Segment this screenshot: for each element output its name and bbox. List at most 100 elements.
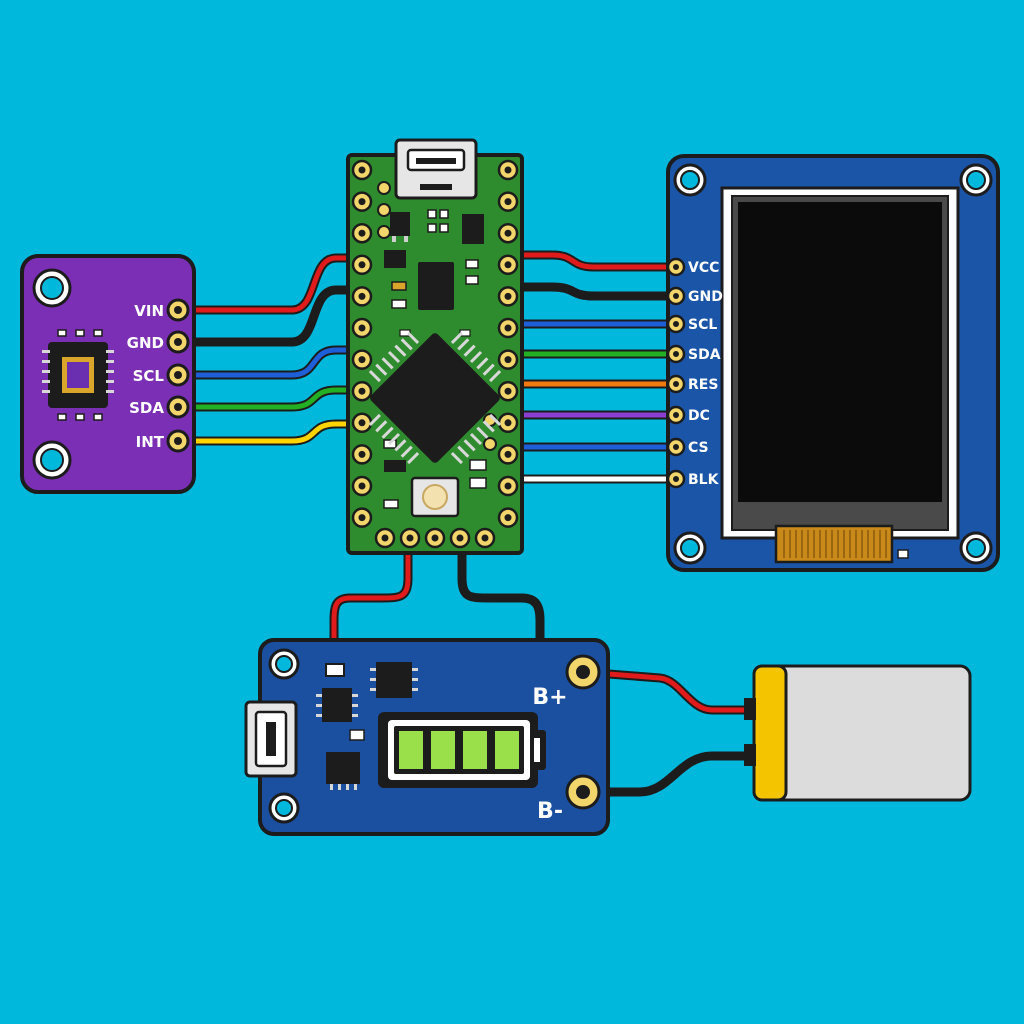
pin-hole (358, 387, 366, 395)
wire-sensor-3 (175, 387, 365, 410)
pin-hole (504, 324, 512, 332)
mount-hole-icon (959, 531, 993, 565)
display-pin-label: SDA (688, 347, 721, 363)
mcu-pins (351, 159, 519, 549)
charger-board: B+ B- (244, 638, 610, 836)
lipo-cap (752, 664, 788, 802)
wires (173, 250, 755, 797)
wire-power-negative (459, 535, 543, 659)
pin-hole (174, 371, 182, 379)
smd-components (316, 662, 418, 790)
sensor-pin-label: GND (127, 334, 164, 352)
wire-display-0 (505, 252, 679, 270)
pin-hole (504, 419, 512, 427)
smd-components (383, 209, 487, 509)
display-pin-label: VCC (688, 260, 719, 276)
pin-hole (358, 514, 366, 522)
pin-hole (673, 444, 679, 450)
mount-hole-icon (673, 531, 707, 565)
pin-pad (377, 181, 391, 195)
pin-hole (504, 514, 512, 522)
lipo-battery (744, 664, 972, 802)
display-pin-label: DC (688, 408, 710, 424)
display-pins: VCC GND SCL SDA RES DC CS BLK (666, 257, 723, 489)
pin-hole (673, 381, 679, 387)
pin-pad (483, 437, 497, 451)
display-pin-label: BLK (688, 472, 720, 488)
wire-sensor-1 (175, 287, 365, 345)
mount-hole-icon (673, 163, 707, 197)
pin-hole (504, 292, 512, 300)
terminal-b-plus-label: B+ (532, 685, 567, 710)
pin-hole (504, 356, 512, 364)
mount-hole-icon (959, 163, 993, 197)
pin-hole (358, 450, 366, 458)
micro-usb-icon (394, 138, 478, 200)
display-board: VCC GND SCL SDA RES DC CS BLK (666, 154, 1000, 572)
pin-hole (481, 534, 489, 542)
pin-hole (504, 261, 512, 269)
mount-hole-icon (32, 268, 72, 308)
pin-hole (358, 292, 366, 300)
terminal-b-minus-label: B- (537, 799, 563, 824)
pin-hole (174, 437, 182, 445)
sensor-pin-label: SDA (129, 399, 164, 417)
pin-pad (377, 225, 391, 239)
pin-hole (504, 198, 512, 206)
pin-hole (358, 356, 366, 364)
pin-hole (431, 534, 439, 542)
wire-battery-negative (580, 753, 753, 795)
pin-hole (673, 321, 679, 327)
pin-hole (358, 324, 366, 332)
wire-display-1 (505, 284, 679, 299)
mount-hole-icon (268, 648, 300, 680)
battery-cell (429, 729, 457, 771)
battery-cell (461, 729, 489, 771)
wire-power-positive (331, 535, 411, 659)
mount-hole-icon (32, 440, 72, 480)
pin-hole (381, 534, 389, 542)
display-pin-label: RES (688, 377, 718, 393)
pin-hole (504, 229, 512, 237)
sensor-pin-label: SCL (133, 367, 165, 385)
pin-hole (456, 534, 464, 542)
pin-pad (377, 203, 391, 217)
pin-hole (174, 306, 182, 314)
pin-hole (406, 534, 414, 542)
wire-sensor-4 (175, 421, 365, 444)
chip-icon (368, 331, 502, 465)
pin-hole (358, 166, 366, 174)
pin-hole (673, 476, 679, 482)
chip-icon (42, 329, 114, 421)
display-pin-label: GND (688, 289, 723, 305)
pin-hole (358, 482, 366, 490)
reset-button-icon[interactable] (410, 476, 460, 518)
pin-hole (673, 264, 679, 270)
pin-hole (358, 419, 366, 427)
mcu-board (346, 138, 524, 555)
screen (738, 202, 942, 502)
micro-usb-icon[interactable] (244, 700, 298, 778)
terminal-b-plus[interactable] (565, 654, 601, 690)
wire-sensor-0 (175, 255, 365, 313)
display-pin-label: CS (688, 440, 709, 456)
pin-hole (673, 293, 679, 299)
wire-battery-positive (580, 669, 753, 713)
pin-hole (174, 338, 182, 346)
pin-hole (358, 261, 366, 269)
battery-cell (397, 729, 425, 771)
pin-hole (358, 229, 366, 237)
pin-hole (174, 403, 182, 411)
pin-hole (504, 387, 512, 395)
mount-hole-icon (268, 792, 300, 824)
pin-hole (504, 482, 512, 490)
pin-hole (673, 351, 679, 357)
pin-hole (673, 412, 679, 418)
display-pin-label: SCL (688, 317, 717, 333)
sensor-pin-label: INT (136, 433, 165, 451)
terminal-b-minus[interactable] (565, 774, 601, 810)
